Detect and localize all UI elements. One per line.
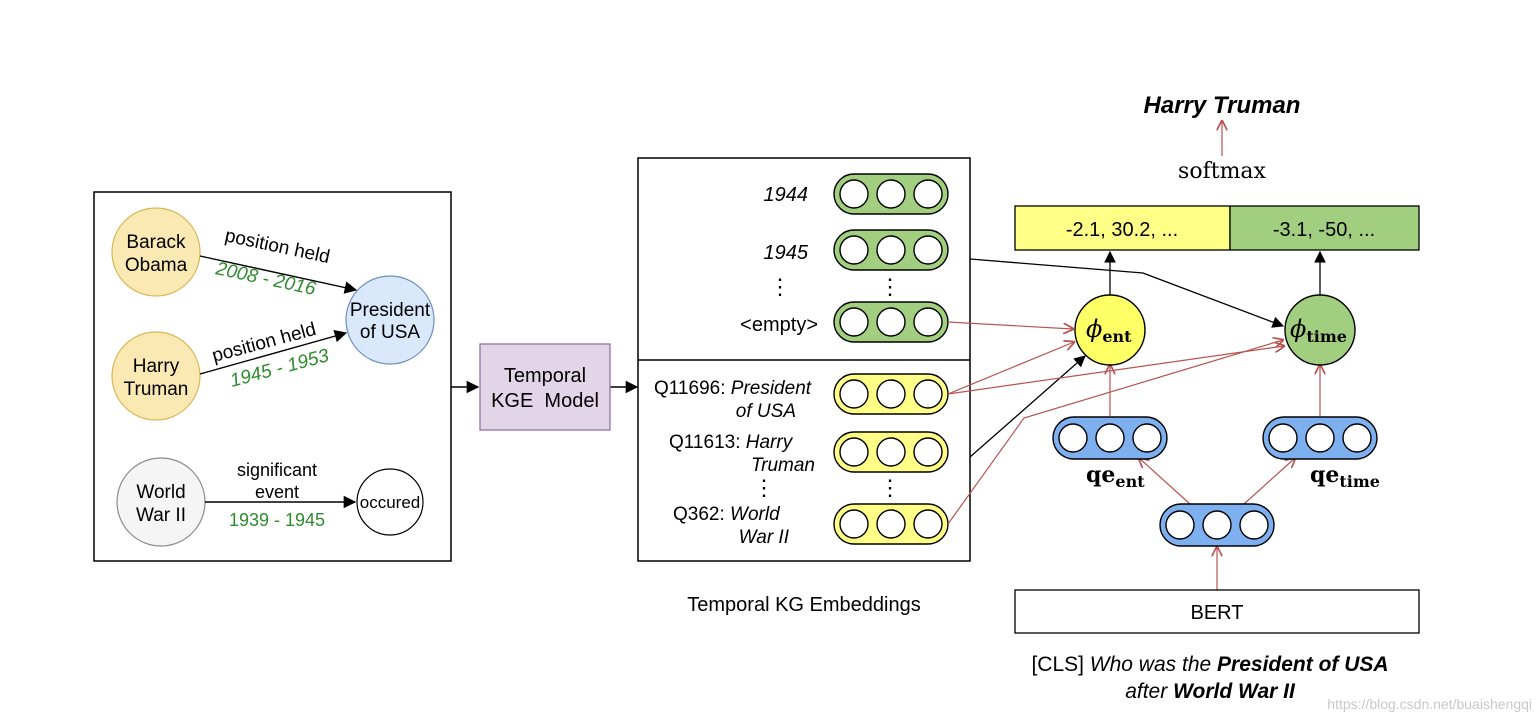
entity-row-1-id: Q11696: <box>654 378 731 399</box>
time-embedding-1944 <box>833 173 949 215</box>
answer-label: Harry Truman <box>1144 92 1301 119</box>
qe-time-symbol: qe <box>1310 462 1339 488</box>
node-world-war-ii-label-1: World <box>136 482 185 503</box>
entity-row-2-label: Q11613: Harry <box>669 432 794 453</box>
time-row-1-label: 1944 <box>764 184 809 206</box>
time-ellipsis-embedding: ⋮ <box>879 274 901 299</box>
qe-time-embedding <box>1262 416 1378 460</box>
phi-ent-symbol: ϕ <box>1086 315 1102 343</box>
entity-embedding-president <box>833 373 949 415</box>
question-embedding <box>1159 503 1275 547</box>
node-barack-obama-label-2: Obama <box>125 255 188 276</box>
time-row-2-label: 1945 <box>764 242 809 264</box>
model-label-1: Temporal <box>504 365 586 387</box>
qe-ent-label: qeent <box>1086 462 1145 491</box>
entity-embedding-harry-truman <box>833 431 949 473</box>
embeddings-panel: 1944 1945 ⋮ <empty> ⋮ Q11696: President … <box>637 157 971 562</box>
node-harry-truman-label-1: Harry <box>133 356 180 377</box>
node-president-of-usa <box>345 275 435 365</box>
entity-scores-label: -2.1, 30.2, ... <box>1066 219 1178 241</box>
phi-time-node <box>1284 294 1356 366</box>
embeddings-caption: Temporal KG Embeddings <box>687 594 920 616</box>
temporal-kge-model-box: Temporal KGE Model <box>479 343 611 431</box>
node-barack-obama-label-1: Barack <box>126 232 186 253</box>
node-harry-truman <box>111 331 201 421</box>
time-row-3-label: <empty> <box>740 314 818 336</box>
entity-ellipsis-embedding: ⋮ <box>879 475 901 500</box>
edge-obama-president <box>199 255 358 294</box>
node-president-label-1: President <box>350 300 431 321</box>
edge-truman-president <box>199 330 348 375</box>
question-entity-president: President of USA <box>1217 653 1389 676</box>
question-line-2: after World War II <box>1125 680 1296 703</box>
time-scores-label: -3.1, -50, ... <box>1273 219 1375 241</box>
qe-time-label: qetime <box>1310 462 1380 491</box>
qe-ent-subscript: ent <box>1115 472 1145 491</box>
entity-row-3-name-2: War II <box>739 527 790 548</box>
node-occured <box>356 468 424 536</box>
question-entity-wwii: World War II <box>1173 680 1296 703</box>
entity-row-2-id: Q11613: <box>669 432 746 453</box>
time-scores-bar <box>1229 205 1420 251</box>
phi-time-subscript: time <box>1306 327 1347 346</box>
time-embedding-1945 <box>833 229 949 271</box>
node-barack-obama <box>111 207 201 297</box>
entity-row-2-name: Harry <box>746 432 794 453</box>
node-world-war-ii-label-2: War II <box>136 505 186 526</box>
entity-row-1-name-2: of USA <box>736 401 796 422</box>
softmax-label: softmax <box>1178 159 1266 184</box>
entity-row-3-label: Q362: World <box>673 504 781 525</box>
bert-box <box>1014 589 1420 634</box>
phi-time-symbol: ϕ <box>1290 315 1306 343</box>
time-embedding-empty <box>833 301 949 343</box>
phi-ent-label: ϕent <box>1086 315 1132 346</box>
bert-label: BERT <box>1191 602 1244 624</box>
node-president-label-2: of USA <box>360 322 421 343</box>
phi-ent-subscript: ent <box>1102 327 1132 346</box>
entity-row-3-name: World <box>730 504 781 525</box>
question-cls-token: [CLS] <box>1031 653 1089 676</box>
qe-ent-embedding <box>1052 416 1168 460</box>
watermark: https://blog.csdn.net/buaishengqi <box>1327 696 1532 712</box>
connection-lines <box>947 121 1326 590</box>
qe-time-subscript: time <box>1339 472 1380 491</box>
entity-scores-bar <box>1014 205 1231 251</box>
entity-row-1-label: Q11696: President <box>654 378 812 399</box>
qe-ent-symbol: qe <box>1086 462 1115 488</box>
edge-wwii-relation-1: significant <box>237 460 317 480</box>
phi-time-label: ϕtime <box>1290 315 1347 346</box>
question-text-2: after <box>1125 680 1173 703</box>
entity-ellipsis-label: ⋮ <box>753 475 775 500</box>
kg-panel: Barack Obama Harry Truman World War II P… <box>93 191 452 562</box>
edge-wwii-relation-2: event <box>255 482 299 502</box>
scoring-section: Harry Truman softmax -2.1, 30.2, ... -3.… <box>1014 92 1420 703</box>
phi-ent-node <box>1074 294 1146 366</box>
node-occured-label: occured <box>360 493 420 512</box>
edge-wwii-time: 1939 - 1945 <box>229 510 325 530</box>
question-line-1: [CLS] Who was the President of USA <box>1031 653 1388 676</box>
node-harry-truman-label-2: Truman <box>124 379 189 400</box>
time-ellipsis-label: ⋮ <box>769 274 791 299</box>
question-text-1: Who was the <box>1090 653 1217 676</box>
entity-embedding-world-war-ii <box>833 503 949 545</box>
entity-row-1-name: President <box>731 378 812 399</box>
model-label-2: KGE Model <box>491 390 599 412</box>
entity-row-2-name-2: Truman <box>751 455 815 476</box>
entity-row-3-id: Q362: <box>673 504 730 525</box>
